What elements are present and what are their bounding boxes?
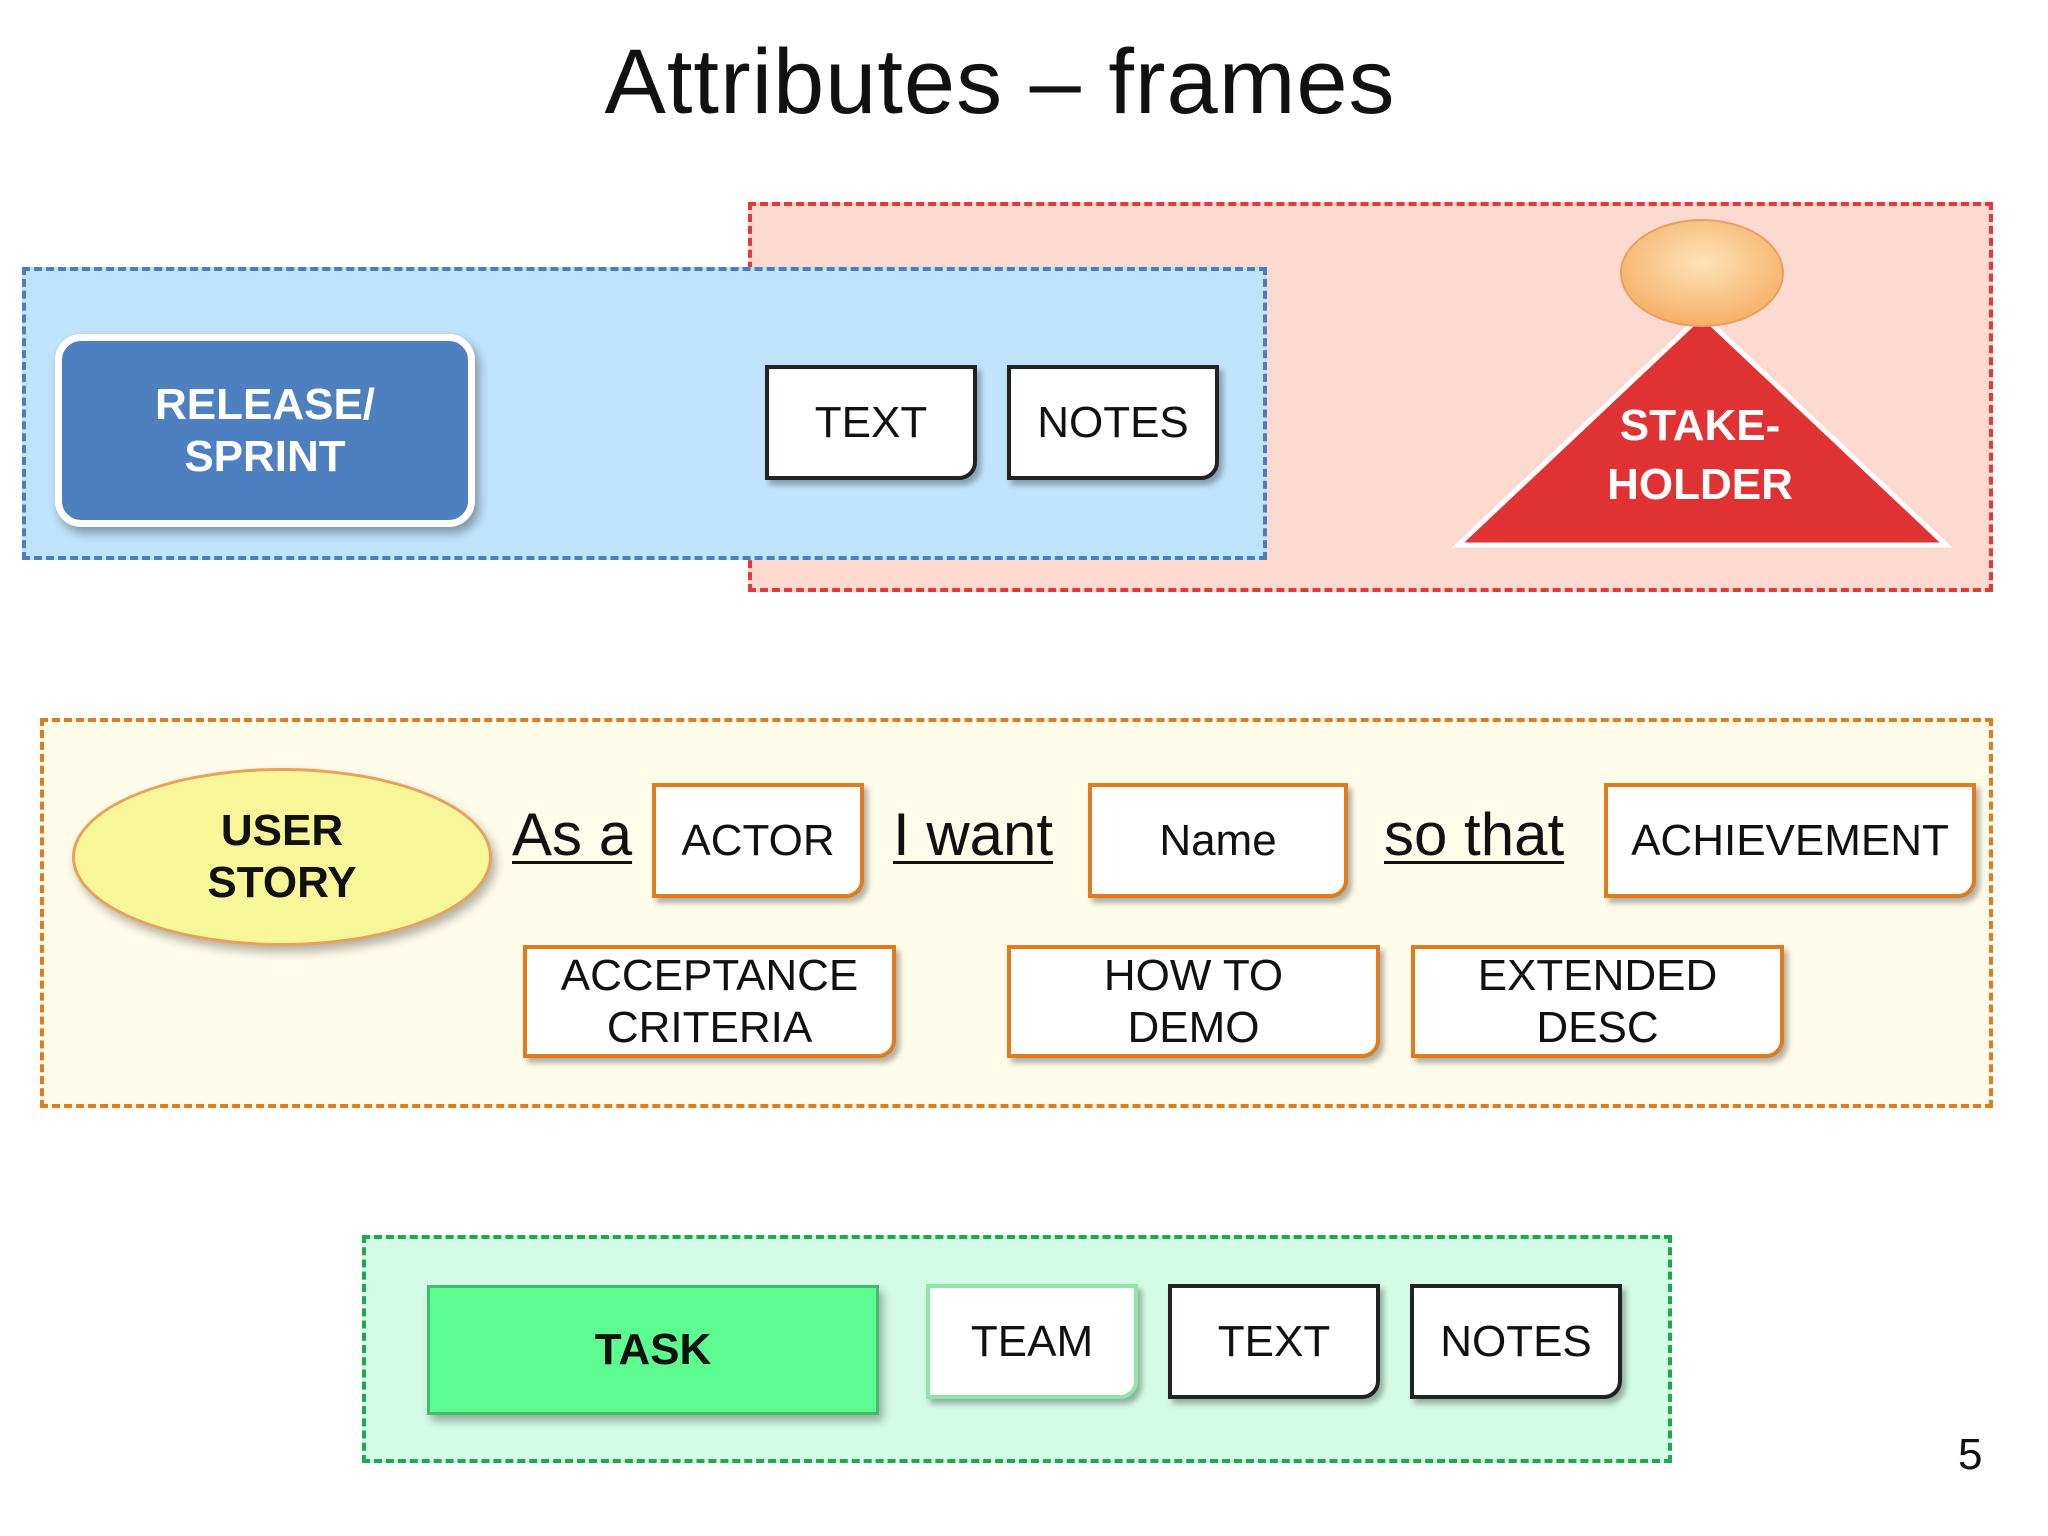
stakeholder-head-oval <box>1620 219 1784 327</box>
extended-desc-box: EXTENDED DESC <box>1411 945 1784 1058</box>
release-text-box: TEXT <box>765 365 977 480</box>
release-label-line1: RELEASE/ <box>154 379 376 429</box>
actor-box: ACTOR <box>652 783 864 898</box>
user-story-label-line2: STORY <box>207 858 357 907</box>
phrase-as-a: As a <box>512 801 633 868</box>
phrase-i-want: I want <box>893 801 1054 868</box>
stakeholder-body-triangle <box>1451 311 1953 548</box>
achievement-box: ACHIEVEMENT <box>1604 783 1976 898</box>
user-story-label-line1: USER <box>220 806 344 856</box>
how-to-demo-box: HOW TO DEMO <box>1007 945 1380 1058</box>
stakeholder-figure <box>1451 219 1953 548</box>
release-text-label: TEXT <box>814 397 928 447</box>
release-label-line2: SPRINT <box>184 431 346 481</box>
name-box: Name <box>1088 783 1348 898</box>
demo-line2: DEMO <box>1127 1002 1260 1052</box>
stakeholder-label-line1: STAKE- <box>1619 401 1781 450</box>
achievement-label: ACHIEVEMENT <box>1631 815 1949 865</box>
task-notes-label: NOTES <box>1440 1316 1592 1366</box>
team-box: TEAM <box>926 1284 1138 1399</box>
slide-title: Attributes – frames <box>604 31 1396 133</box>
task-label: TASK <box>594 1325 712 1375</box>
phrase-so-that: so that <box>1384 801 1565 868</box>
release-notes-box: NOTES <box>1007 365 1219 480</box>
demo-line1: HOW TO <box>1103 950 1284 1000</box>
acceptance-line2: CRITERIA <box>606 1002 813 1052</box>
task-notes-box: NOTES <box>1410 1284 1622 1399</box>
desc-line1: EXTENDED <box>1477 950 1718 1000</box>
acceptance-line1: ACCEPTANCE <box>560 950 859 1000</box>
stakeholder-label-line2: HOLDER <box>1607 460 1793 510</box>
name-label: Name <box>1159 815 1277 865</box>
acceptance-criteria-box: ACCEPTANCE CRITERIA <box>523 945 896 1058</box>
desc-line2: DESC <box>1536 1002 1659 1052</box>
team-label: TEAM <box>970 1316 1094 1366</box>
stakeholder-label: STAKE- HOLDER <box>1550 396 1850 515</box>
page-number: 5 <box>1958 1430 1983 1479</box>
task-box: TASK <box>427 1285 879 1415</box>
user-story-ellipse: USER STORY <box>72 768 492 946</box>
task-text-label: TEXT <box>1217 1316 1331 1366</box>
release-sprint-box: RELEASE/ SPRINT <box>55 334 475 527</box>
actor-label: ACTOR <box>681 815 835 865</box>
task-text-box: TEXT <box>1168 1284 1380 1399</box>
release-notes-label: NOTES <box>1037 397 1189 447</box>
